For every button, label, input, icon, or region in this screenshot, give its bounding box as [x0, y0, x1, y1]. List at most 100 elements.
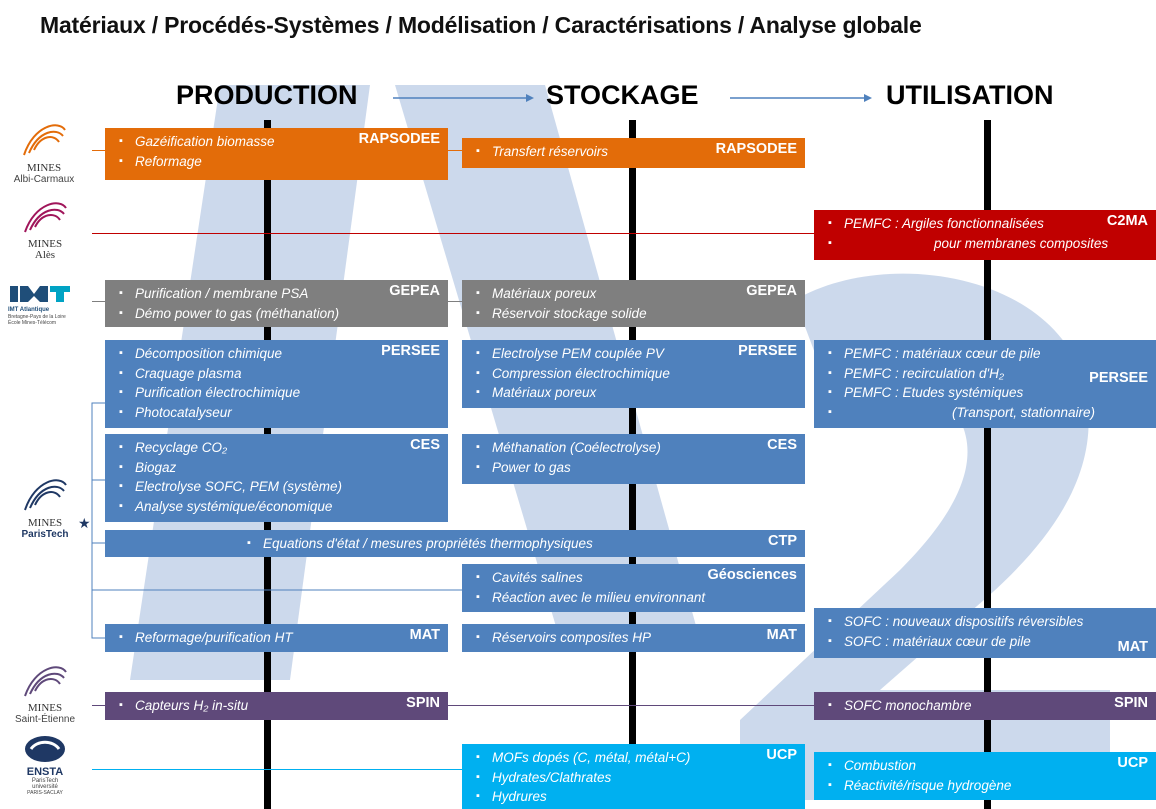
column-stockage: STOCKAGE [546, 80, 699, 110]
box-spin-production: Capteurs H₂ in-situ SPIN [105, 692, 448, 720]
lab-label: SPIN [406, 695, 440, 711]
list-item: PEMFC : matériaux cœur de pile [828, 344, 1148, 364]
list-item: PEMFC : recirculation d'H₂ [828, 364, 1148, 384]
box-rapsodee-stockage: Transfert réservoirs RAPSODEE [462, 138, 805, 168]
lab-label: MAT [409, 627, 440, 643]
list-item-continued: pour membranes composites [828, 234, 1148, 254]
list-item: Reformage [119, 152, 440, 172]
list-item: Réaction avec le milieu environnant [476, 588, 797, 608]
st-etienne-swirl-icon [24, 666, 67, 697]
list-item: Réservoirs composites HP [476, 628, 797, 648]
box-geosciences: Cavités salines Réaction avec le milieu … [462, 564, 805, 612]
list-item: Cavités salines [476, 568, 797, 588]
lab-label: PERSEE [381, 343, 440, 359]
ensta-emblem-icon [25, 736, 65, 762]
box-ces-stockage: Méthanation (Coélectrolyse) Power to gas… [462, 434, 805, 484]
list-item: Power to gas [476, 458, 797, 478]
list-item: Reformage/purification HT [119, 628, 440, 648]
list-item: Matériaux poreux [476, 383, 797, 403]
box-mat-stockage: Réservoirs composites HP MAT [462, 624, 805, 652]
list-item: SOFC : nouveaux dispositifs réversibles [828, 612, 1148, 632]
list-item: Craquage plasma [119, 364, 440, 384]
list-item: Capteurs H₂ in-situ [119, 696, 440, 716]
list-item: MOFs dopés (C, métal, métal+C) [476, 748, 797, 768]
list-item-continued: (Transport, stationnaire) [828, 403, 1148, 423]
lab-label: Géosciences [707, 567, 797, 583]
mines-paristech-logo: MINES ParisTech [10, 475, 80, 540]
lab-label: RAPSODEE [358, 131, 440, 147]
lab-label: MAT [1117, 639, 1148, 655]
paristech-swirl-icon [24, 479, 67, 511]
box-persee-utilisation: PEMFC : matériaux cœur de pile PEMFC : r… [814, 340, 1156, 428]
imt-atlantique-logo: IMT Atlantique Bretagne-Pays de la Loire… [8, 284, 88, 326]
list-item: SOFC : matériaux cœur de pile [828, 632, 1148, 652]
lab-label: MAT [766, 627, 797, 643]
lab-label: C2MA [1106, 213, 1148, 229]
list-item: PEMFC : Etudes systémiques [828, 383, 1148, 403]
list-item: Compression électrochimique [476, 364, 797, 384]
lab-label: GEPEA [389, 283, 440, 299]
box-ctp: Equations d'état / mesures propriétés th… [105, 530, 805, 557]
mines-st-etienne-logo: MINES Saint-Étienne [6, 662, 84, 725]
list-item: Equations d'état / mesures propriétés th… [247, 534, 797, 554]
box-ces-production: Recyclage CO₂ Biogaz Electrolyse SOFC, P… [105, 434, 448, 522]
list-item: Purification électrochimique [119, 383, 440, 403]
column-production: PRODUCTION [176, 80, 358, 110]
lab-label: CES [410, 437, 440, 453]
utilisation-axis [984, 120, 991, 809]
column-utilisation: UTILISATION [886, 80, 1054, 110]
box-gepea-stockage: Matériaux poreux Réservoir stockage soli… [462, 280, 805, 327]
box-gepea-production: Purification / membrane PSA Démo power t… [105, 280, 448, 327]
star-icon: ★ [78, 515, 91, 531]
lab-label: PERSEE [1089, 370, 1148, 386]
box-ucp-utilisation: Combustion Réactivité/risque hydrogène U… [814, 752, 1156, 800]
box-mat-utilisation: SOFC : nouveaux dispositifs réversibles … [814, 608, 1156, 658]
list-item: Matériaux poreux [476, 284, 797, 304]
lab-label: UCP [1117, 755, 1148, 771]
box-ucp-stockage: MOFs dopés (C, métal, métal+C) Hydrates/… [462, 744, 805, 809]
lab-label: UCP [766, 747, 797, 763]
ales-connector [92, 233, 814, 234]
box-persee-stockage: Electrolyse PEM couplée PV Compression é… [462, 340, 805, 408]
ensta-logo: ENSTA ParisTech université PARIS-SACLAY [20, 734, 70, 796]
lab-label: CES [767, 437, 797, 453]
box-persee-production: Décomposition chimique Craquage plasma P… [105, 340, 448, 428]
list-item: Réservoir stockage solide [476, 304, 797, 324]
list-item: Analyse systémique/économique [119, 497, 440, 517]
list-item: Décomposition chimique [119, 344, 440, 364]
mines-albi-logo: MINES Albi-Carmaux [10, 120, 78, 185]
list-item: Méthanation (Coélectrolyse) [476, 438, 797, 458]
imt-logo-icon [10, 286, 70, 302]
list-item: Démo power to gas (méthanation) [119, 304, 440, 324]
lab-label: RAPSODEE [715, 141, 797, 157]
albi-swirl-icon [23, 124, 66, 156]
box-c2ma-utilisation: PEMFC : Argiles fonctionnalisées pour me… [814, 210, 1156, 260]
list-item: Photocatalyseur [119, 403, 440, 423]
mines-ales-logo: MINES Alès [14, 198, 76, 261]
list-item: Electrolyse SOFC, PEM (système) [119, 477, 440, 497]
list-item: PEMFC : Argiles fonctionnalisées [828, 214, 1148, 234]
flow-arrows [393, 94, 872, 102]
lab-label: GEPEA [746, 283, 797, 299]
lab-label: PERSEE [738, 343, 797, 359]
ales-swirl-icon [24, 202, 67, 233]
list-item: Réactivité/risque hydrogène [828, 776, 1148, 796]
list-item: Biogaz [119, 458, 440, 478]
box-rapsodee-production: Gazéification biomasse Reformage RAPSODE… [105, 128, 448, 180]
list-item: Transfert réservoirs [476, 142, 797, 162]
list-item: Combustion [828, 756, 1148, 776]
list-item: Hydrures [476, 787, 797, 807]
list-item: Hydrates/Clathrates [476, 768, 797, 788]
list-item: Electrolyse PEM couplée PV [476, 344, 797, 364]
box-spin-utilisation: SOFC monochambre SPIN [814, 692, 1156, 720]
page-title: Matériaux / Procédés-Systèmes / Modélisa… [40, 12, 922, 38]
stetienne-connector [92, 705, 814, 706]
lab-label: CTP [768, 533, 797, 549]
list-item: Recyclage CO₂ [119, 438, 440, 458]
list-item: Gazéification biomasse [119, 132, 440, 152]
ensta-connector [92, 769, 462, 770]
lab-label: SPIN [1114, 695, 1148, 711]
box-mat-production: Reformage/purification HT MAT [105, 624, 448, 652]
